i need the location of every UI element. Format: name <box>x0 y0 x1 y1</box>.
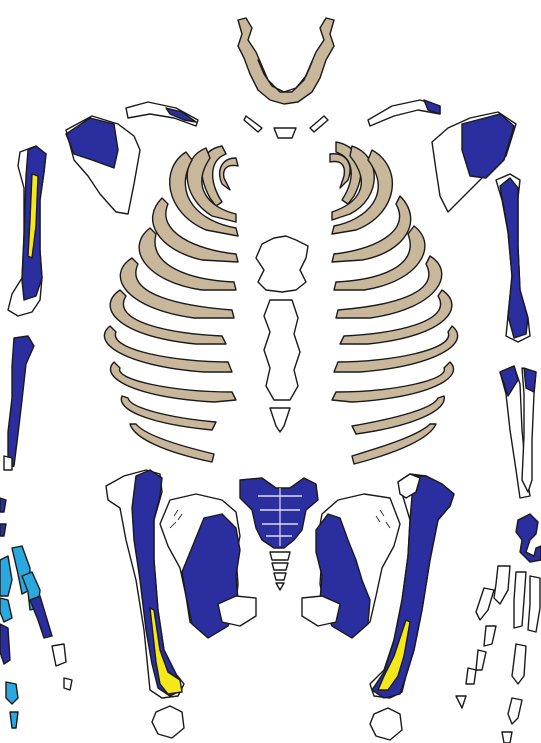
left-metacarpal-4 <box>476 588 494 620</box>
right-ulna <box>8 336 34 468</box>
right-scapula <box>66 116 140 214</box>
right-ulna-end <box>4 456 12 470</box>
hyoid-body <box>274 128 296 138</box>
right-phalanx-6 <box>6 682 18 704</box>
left-metacarpal-1 <box>494 566 510 604</box>
right-phalanx-5 <box>64 678 72 690</box>
left-phalanx-6 <box>456 696 466 708</box>
left-metacarpal-3 <box>528 576 540 632</box>
sacrum <box>240 478 318 548</box>
left-phalanx-3 <box>476 650 486 670</box>
coccyx-3 <box>274 573 286 580</box>
right-forearm <box>4 336 34 470</box>
left-phalanx-1 <box>484 626 496 646</box>
sternal-body <box>264 300 300 400</box>
right-rib-1 <box>220 158 238 190</box>
left-ulna-present <box>524 368 536 392</box>
sternum <box>256 236 308 432</box>
left-carpals <box>516 514 541 562</box>
left-os-coxae <box>302 494 400 638</box>
left-phalanx-5 <box>508 698 522 724</box>
right-os-coxae <box>160 494 256 638</box>
left-forearm <box>500 366 536 498</box>
coccyx-4 <box>276 583 284 590</box>
right-hand <box>0 498 72 728</box>
coccyx-2 <box>272 563 288 570</box>
hyoid-left-horn <box>244 116 262 132</box>
right-phalanx-7 <box>10 712 18 728</box>
hyoid-right-horn <box>310 116 328 132</box>
right-patella <box>152 706 184 738</box>
left-metacarpal-2 <box>514 572 526 628</box>
right-phalanx-2 <box>0 598 12 622</box>
left-phalanx-2 <box>512 644 526 684</box>
right-phalanx-1 <box>30 596 52 638</box>
left-patella <box>370 708 402 740</box>
coccyx-1 <box>270 552 290 560</box>
left-scapula-present <box>462 114 514 178</box>
right-rib-12 <box>130 424 214 462</box>
left-hand <box>456 514 541 743</box>
left-phalanx-7 <box>502 732 512 743</box>
xiphoid <box>270 408 290 432</box>
manubrium <box>256 236 308 292</box>
right-phalanx-9 <box>0 524 6 536</box>
right-metacarpal-2 <box>0 556 12 596</box>
coccyx <box>270 552 290 590</box>
right-phalanx-8 <box>0 498 6 512</box>
mandible <box>238 18 334 104</box>
left-humerus-present <box>500 178 528 338</box>
left-phalanx-4 <box>466 668 476 684</box>
right-clavicle <box>126 102 198 126</box>
right-humerus <box>8 146 46 316</box>
left-humerus <box>496 174 530 342</box>
right-phalanx-4 <box>52 644 66 666</box>
hyoid <box>244 116 328 138</box>
right-phalanx-3 <box>0 624 10 664</box>
sacrum-body <box>240 478 318 548</box>
